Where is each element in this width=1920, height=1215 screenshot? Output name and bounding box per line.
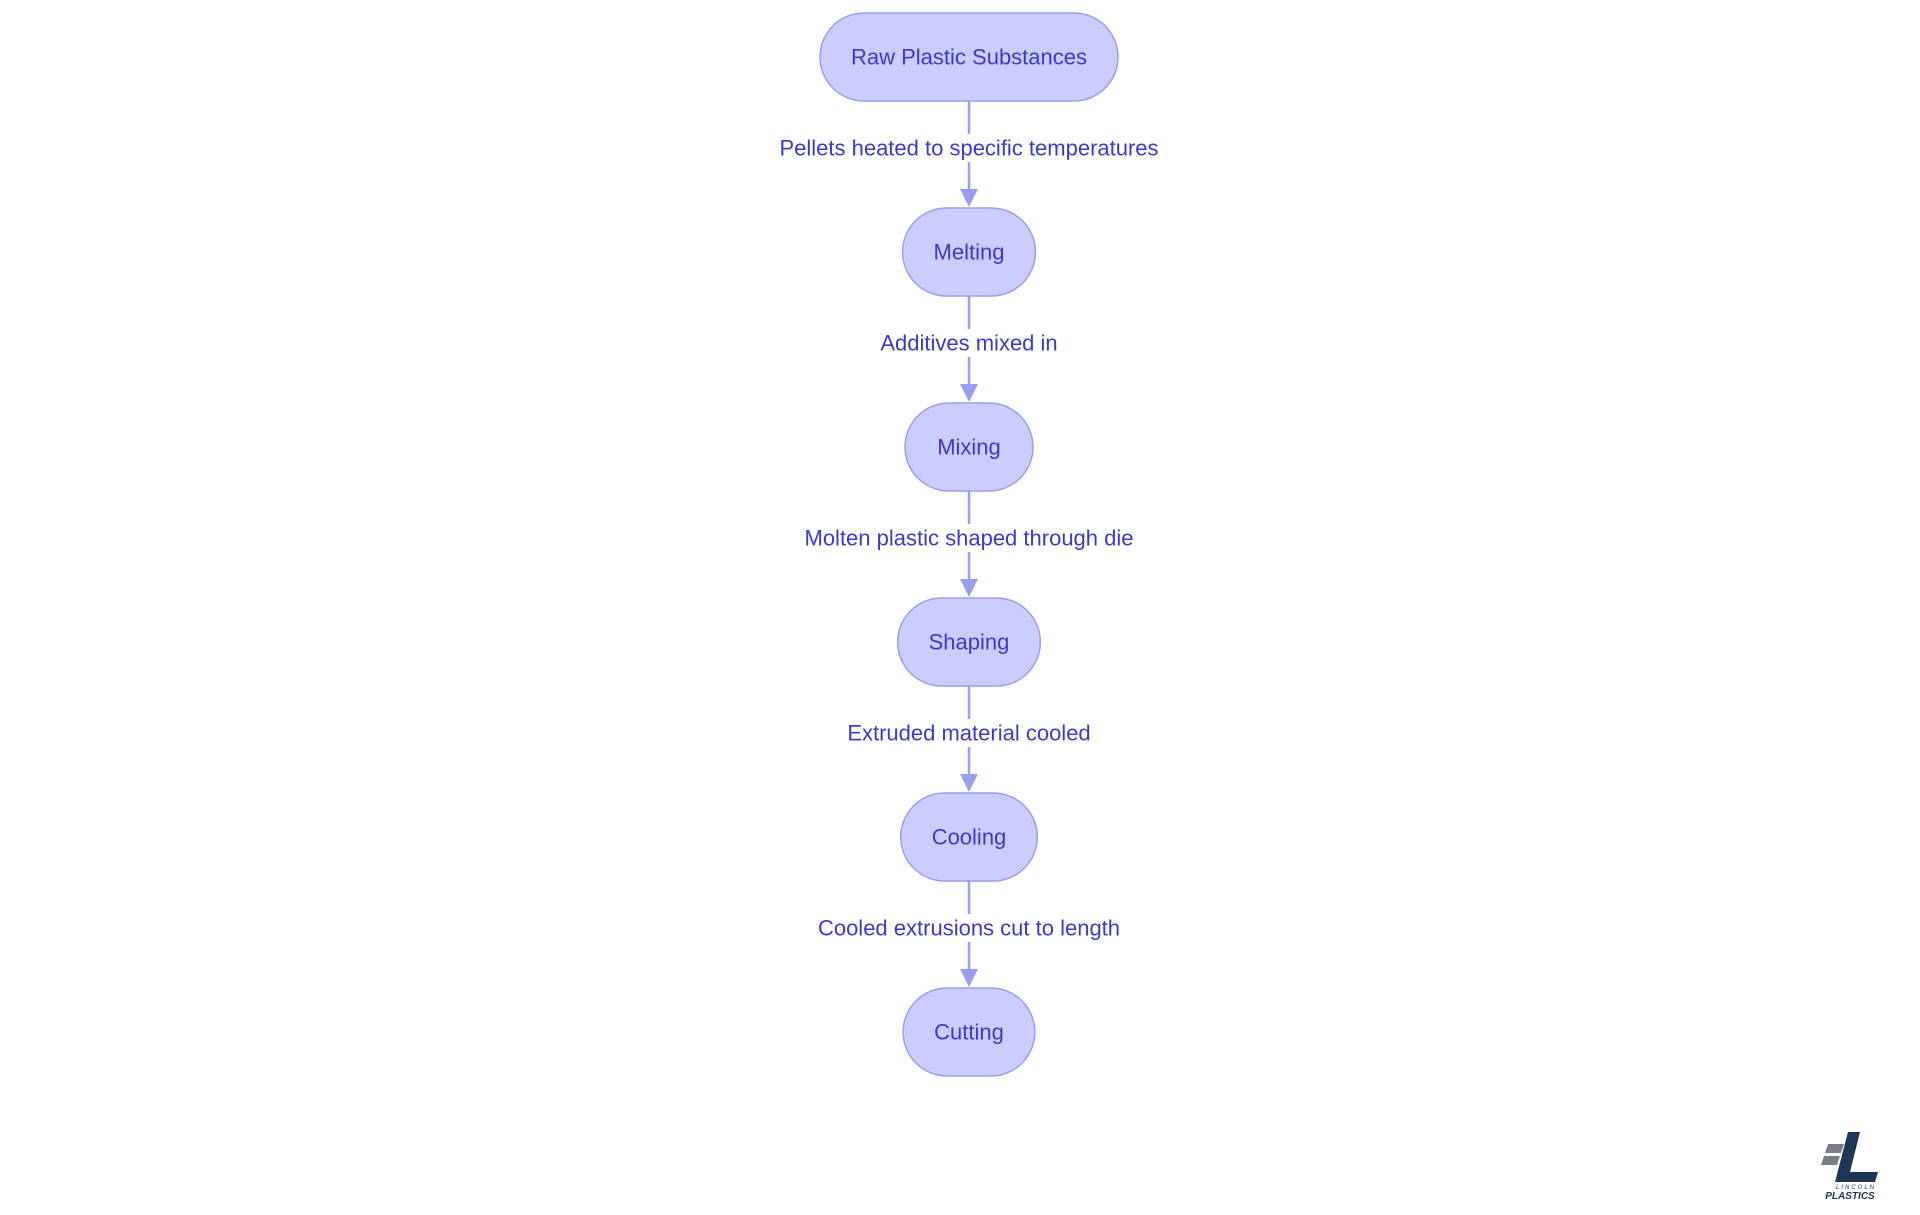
node-label: Raw Plastic Substances xyxy=(851,45,1087,70)
node-shape xyxy=(899,792,1039,882)
node-shape xyxy=(896,597,1042,687)
node-shape xyxy=(819,12,1119,102)
edge-shaping-to-cooling: Extruded material cooled xyxy=(843,686,1095,792)
edge-cooling-to-cutting: Cooled extrusions cut to length xyxy=(813,881,1125,987)
logo-line2: PLASTICS xyxy=(1825,1191,1875,1202)
logo-bar-top-icon xyxy=(1825,1144,1844,1153)
arrowhead-icon xyxy=(960,774,978,792)
node-label: Melting xyxy=(934,240,1005,265)
node-melting: Melting xyxy=(901,207,1037,297)
arrowhead-icon xyxy=(960,384,978,402)
edge-label: Molten plastic shaped through die xyxy=(805,526,1134,551)
edge-mixing-to-shaping: Molten plastic shaped through die xyxy=(800,491,1138,597)
node-shaping: Shaping xyxy=(896,597,1042,687)
logo-bar-bottom-icon xyxy=(1821,1156,1840,1165)
node-label: Shaping xyxy=(929,630,1010,655)
edge-label: Cooled extrusions cut to length xyxy=(818,916,1120,941)
edge-label-background xyxy=(876,329,1062,357)
node-label: Mixing xyxy=(937,435,1001,460)
node-shape xyxy=(901,207,1037,297)
edge-label-background xyxy=(800,524,1138,552)
node-shape xyxy=(902,987,1036,1077)
logo-line1: LINCOLN xyxy=(1836,1185,1876,1191)
edge-melting-to-mixing: Additives mixed in xyxy=(876,296,1062,402)
node-mixing: Mixing xyxy=(904,402,1034,492)
logo-l-letter-icon xyxy=(1835,1132,1878,1182)
edge-label: Pellets heated to specific temperatures xyxy=(779,136,1158,161)
edge-label-background xyxy=(775,134,1163,162)
edge-label-background xyxy=(843,719,1095,747)
node-raw: Raw Plastic Substances xyxy=(819,12,1119,102)
edge-label-background xyxy=(813,914,1125,942)
node-label: Cooling xyxy=(932,825,1007,850)
arrowhead-icon xyxy=(960,579,978,597)
node-shape xyxy=(904,402,1034,492)
edge-raw-to-melting: Pellets heated to specific temperatures xyxy=(775,101,1163,207)
lincoln-plastics-logo: LINCOLN PLASTICS xyxy=(1821,1132,1878,1202)
node-cutting: Cutting xyxy=(902,987,1036,1077)
node-label: Cutting xyxy=(934,1020,1004,1045)
arrowhead-icon xyxy=(960,189,978,207)
edges-layer: Pellets heated to specific temperaturesA… xyxy=(775,101,1163,987)
edge-label: Extruded material cooled xyxy=(847,721,1090,746)
arrowhead-icon xyxy=(960,969,978,987)
nodes-layer: Raw Plastic SubstancesMeltingMixingShapi… xyxy=(819,12,1119,1077)
node-cooling: Cooling xyxy=(899,792,1039,882)
edge-label: Additives mixed in xyxy=(880,331,1057,356)
